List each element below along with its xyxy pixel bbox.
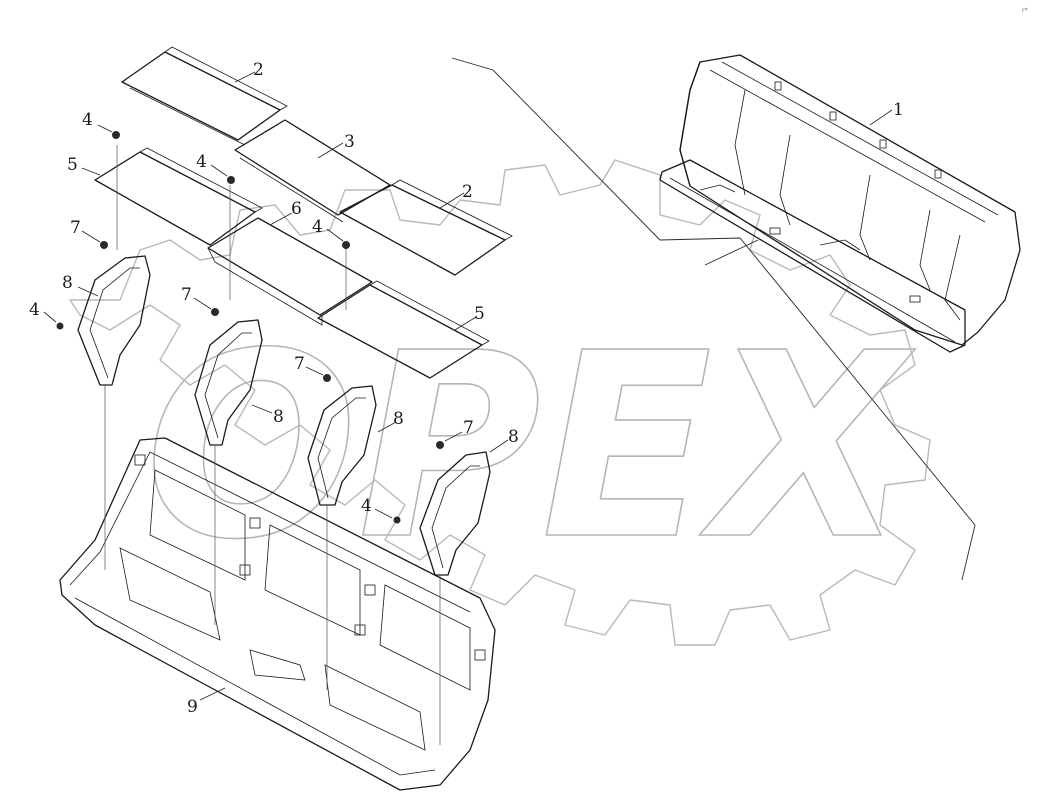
corner-mark: r* xyxy=(1022,7,1027,14)
part-5-tray-left xyxy=(94,147,263,246)
section-line xyxy=(704,239,759,266)
bolt-icon xyxy=(211,308,219,316)
callout-6: 6 xyxy=(291,199,302,219)
part-2-panel-right xyxy=(339,179,513,276)
callout-8: 8 xyxy=(62,273,73,293)
callouts: 1 2 2 3 4 4 4 4 4 5 5 6 7 7 7 7 8 8 8 8 … xyxy=(29,60,904,717)
callout-7: 7 xyxy=(70,218,81,238)
part-8-bracket-b xyxy=(194,319,263,446)
watermark-text: OPEX xyxy=(145,299,916,596)
bolt-icon xyxy=(227,176,235,184)
callout-4: 4 xyxy=(82,110,93,130)
callout-4: 4 xyxy=(312,217,323,237)
callout-8: 8 xyxy=(508,427,519,447)
callout-4: 4 xyxy=(361,496,372,516)
part-3-center-panel xyxy=(234,119,391,223)
part-9-base-frame xyxy=(59,437,496,791)
projection-lines xyxy=(104,145,441,745)
callout-1: 1 xyxy=(893,100,904,120)
watermark: OPEX xyxy=(69,159,931,646)
callout-7: 7 xyxy=(181,285,192,305)
callout-7: 7 xyxy=(294,354,305,374)
callout-8: 8 xyxy=(393,409,404,429)
bolt-icon xyxy=(56,322,64,330)
part-8-bracket-c xyxy=(307,385,377,506)
bolt-icon xyxy=(436,441,444,449)
watermark-gear-outline xyxy=(69,159,931,646)
callout-3: 3 xyxy=(344,132,355,152)
leader-lines xyxy=(43,71,893,701)
part-1-assembled-unit xyxy=(659,54,1021,353)
bolt-icon xyxy=(112,131,120,139)
part-8-bracket-d xyxy=(419,451,491,576)
alignment-line xyxy=(451,57,976,581)
bolt-icon xyxy=(342,241,350,249)
bolts xyxy=(56,131,444,524)
callout-9: 9 xyxy=(187,697,198,717)
callout-4: 4 xyxy=(196,152,207,172)
bolt-icon xyxy=(323,374,331,382)
callout-2: 2 xyxy=(253,60,264,80)
bolt-icon xyxy=(100,241,108,249)
bolt-icon xyxy=(393,516,401,524)
part-5-tray-right xyxy=(317,280,490,379)
part-8-bracket-a xyxy=(77,255,151,386)
callout-7: 7 xyxy=(463,418,474,438)
callout-2: 2 xyxy=(462,182,473,202)
callout-5: 5 xyxy=(67,155,78,175)
part-6-center-tray xyxy=(207,217,373,326)
callout-4: 4 xyxy=(29,300,40,320)
callout-8: 8 xyxy=(273,407,284,427)
part-2-panel-left xyxy=(121,46,288,146)
callout-5: 5 xyxy=(474,304,485,324)
